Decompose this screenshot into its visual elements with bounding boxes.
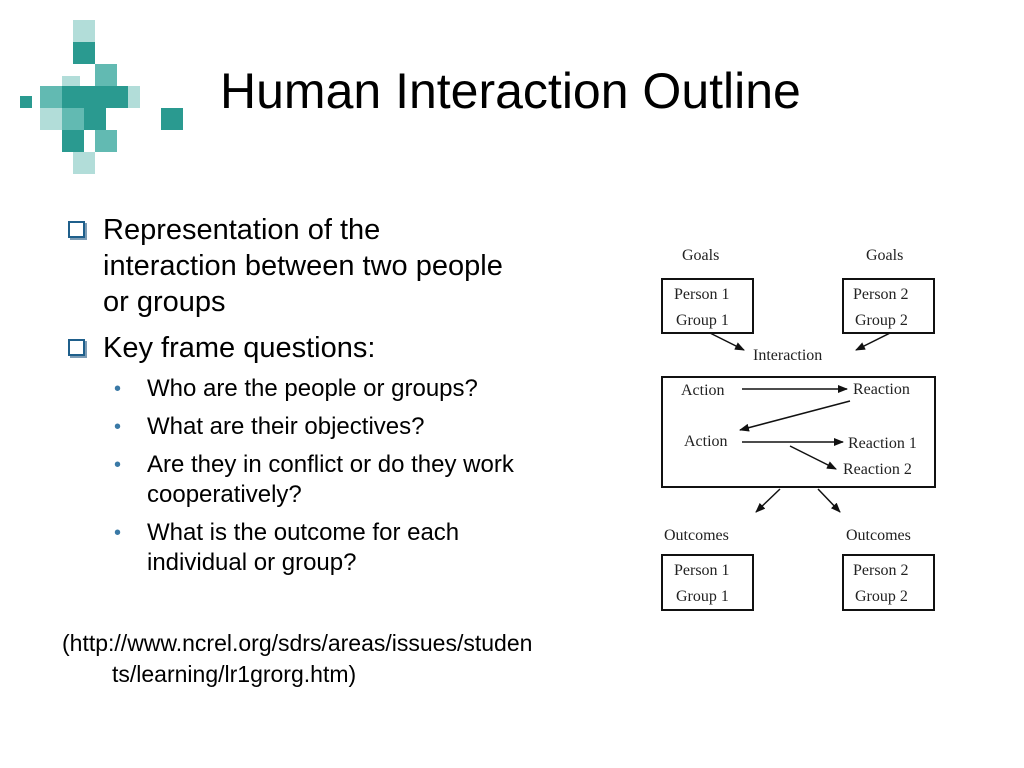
sub-bullet-item: • Are they in conflict or do they work c…: [114, 451, 514, 508]
sub-bullet-list: • Who are the people or groups? • What a…: [60, 374, 600, 578]
top-left-box-line1: Person 1: [674, 286, 730, 303]
source-citation: (http://www.ncrel.org/sdrs/areas/issues/…: [62, 630, 533, 687]
goals-left-arrow: [709, 332, 745, 351]
bullet-item: Representation of the interaction betwee…: [60, 212, 600, 320]
logo-square: [73, 20, 95, 42]
dot-icon: •: [114, 416, 122, 438]
outcome-left-arrow: [755, 488, 781, 513]
bullet-text: Key frame questions:: [103, 332, 376, 364]
logo-square: [73, 152, 95, 174]
hollow-square-icon: [68, 339, 85, 356]
logo-square: [62, 86, 84, 108]
action-reaction2-arrow: [789, 445, 837, 470]
bottom-right-box-line1: Person 2: [853, 562, 909, 579]
dot-icon: •: [114, 454, 122, 476]
goals-right-arrow: [855, 332, 891, 351]
bottom-left-box: [661, 554, 754, 611]
dot-icon: •: [114, 522, 122, 544]
logo-square: [84, 108, 106, 130]
logo-mosaic-icon: [0, 0, 200, 180]
outcomes-right-label: Outcomes: [846, 527, 911, 544]
action-1-label: Action: [681, 382, 725, 399]
logo-square: [95, 130, 117, 152]
reaction-2-label: Reaction 2: [843, 461, 912, 478]
logo-square: [106, 86, 128, 108]
logo-square: [62, 130, 84, 152]
dot-icon: •: [114, 378, 122, 400]
top-left-box: [661, 278, 754, 334]
action-2-label: Action: [684, 433, 728, 450]
outcomes-left-label: Outcomes: [664, 527, 729, 544]
goals-right-label: Goals: [866, 247, 903, 264]
top-right-box-line2: Group 2: [855, 312, 908, 329]
bottom-left-box-line2: Group 1: [676, 588, 729, 605]
reaction-1-label: Reaction 1: [848, 435, 917, 452]
logo-square: [20, 96, 32, 108]
top-left-box-line2: Group 1: [676, 312, 729, 329]
interaction-box: [661, 376, 936, 488]
top-right-box-line1: Person 2: [853, 286, 909, 303]
hollow-square-icon: [68, 221, 85, 238]
logo-square: [40, 108, 62, 130]
bottom-right-box: [842, 554, 935, 611]
bullet-text: Representation of the interaction betwee…: [103, 214, 503, 318]
logo-square: [95, 64, 117, 86]
interaction-diagram: Goals Goals Person 1 Group 1 Person 2 Gr…: [661, 247, 936, 611]
sub-bullet-item: • What is the outcome for each individua…: [114, 519, 460, 576]
logo-square: [62, 108, 84, 130]
logo-square: [161, 108, 183, 130]
bottom-left-box-line1: Person 1: [674, 562, 730, 579]
bottom-right-box-line2: Group 2: [855, 588, 908, 605]
interaction-label: Interaction: [753, 347, 822, 364]
slide-title: Human Interaction Outline: [220, 63, 801, 119]
bullet-list: Representation of the interaction betwee…: [60, 212, 600, 586]
logo-square: [84, 86, 106, 108]
sub-bullet-item: • What are their objectives?: [114, 413, 425, 440]
logo-square: [40, 86, 62, 108]
reaction-label: Reaction: [853, 381, 910, 398]
bullet-item: Key frame questions:: [60, 330, 600, 366]
sub-bullet-item: • Who are the people or groups?: [114, 375, 478, 402]
reaction-action-arrow: [739, 400, 851, 432]
logo-square: [73, 42, 95, 64]
logo-square: [128, 86, 140, 108]
outcome-right-arrow: [817, 488, 841, 513]
goals-left-label: Goals: [682, 247, 719, 264]
